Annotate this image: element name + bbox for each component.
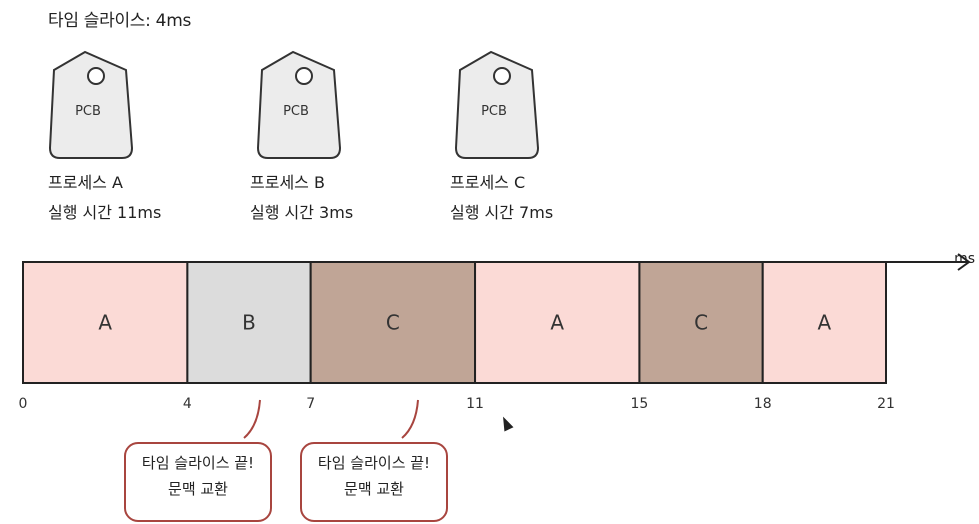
callout-pointers [243,399,419,439]
process-a-info: 프로세스 A 실행 시간 11ms [48,168,161,228]
tick-label-4: 11 [466,396,484,412]
process-c-runtime: 실행 시간 7ms [450,203,554,222]
arrow-head-icon [957,253,971,271]
timeline-segment-label-4: A [550,311,564,335]
pcb-tag-c: PCB [454,50,540,159]
timeline-segment-4 [474,261,641,384]
process-a-runtime: 실행 시간 11ms [48,203,162,222]
timeline-segment-6 [761,261,888,384]
callout-2-line2: 문맥 교환 [344,480,404,498]
pcb-label-c: PCB [481,104,507,119]
callout-1-line2: 문맥 교환 [168,480,228,498]
timeline-segment-label-5: C [694,311,708,335]
callout-context-switch-2: 타임 슬라이스 끝! 문맥 교환 [300,442,448,522]
callout-2-line1: 타임 슬라이스 끝! [317,454,431,472]
tick-label-3: 7 [306,396,315,412]
process-b-info: 프로세스 B 실행 시간 3ms [250,168,353,228]
tick-label-1: 0 [19,396,28,412]
time-unit-label: ms [954,251,975,267]
pcb-tag-b: PCB [256,50,342,159]
pcb-label-a: PCB [75,104,101,119]
process-b-runtime: 실행 시간 3ms [250,203,354,222]
tick-label-7: 21 [877,396,895,412]
tick-label-5: 15 [631,396,649,412]
timeline-segment-label-2: B [242,311,256,335]
diagram-title: 타임 슬라이스: 4ms [48,11,192,31]
timeline-segment-2 [186,261,312,384]
callout-1-line1: 타임 슬라이스 끝! [141,454,255,472]
timeline: A B C A C A 0 4 7 11 15 18 21 [19,253,971,412]
callout-pointer-2 [401,399,419,439]
tick-label-2: 4 [183,396,192,412]
timeline-segment-label-1: A [98,311,112,335]
callout-context-switch-1: 타임 슬라이스 끝! 문맥 교환 [124,442,272,522]
tick-label-6: 18 [754,396,772,412]
timeline-segment-5 [638,261,764,384]
pcb-label-b: PCB [283,104,309,119]
process-c-name: 프로세스 C [450,173,526,192]
callout-pointer-1 [243,399,261,439]
timeline-segment-3 [309,261,477,384]
timeline-segment-1 [22,261,189,384]
process-c-info: 프로세스 C 실행 시간 7ms [450,168,553,228]
pcb-tag-a: PCB [48,50,134,159]
process-a-name: 프로세스 A [48,173,123,192]
timeline-segment-label-6: A [818,311,832,335]
timeline-segment-label-3: C [386,311,400,335]
process-b-name: 프로세스 B [250,173,325,192]
